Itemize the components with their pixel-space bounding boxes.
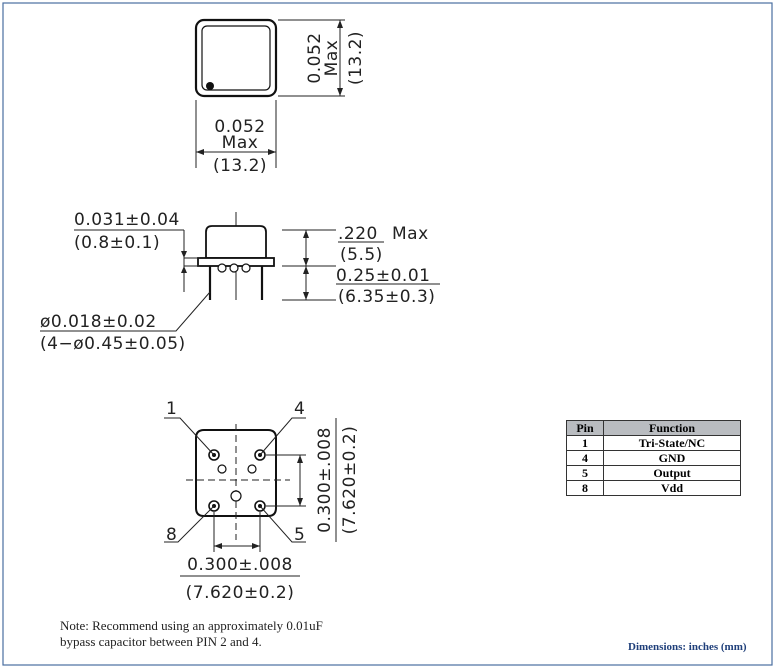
arrow-up [181,266,187,273]
note-line-2: bypass capacitor between PIN 2 and 4. [60,634,262,649]
top-view-package-inner [201,25,271,91]
arrow-down [297,498,303,506]
standoff-inch: 0.031±0.04 [74,210,180,230]
standoff-bead [229,263,239,273]
body-height-inch: .220 [338,224,378,244]
body-height-mm: (5.5) [340,245,383,265]
side-view: 0.031±0.04 (0.8±0.1) ø0.018±0.02 (4−ø0.4… [40,210,440,354]
pin-function: Tri-State/NC [603,435,741,451]
lead-length-mm: (6.35±0.3) [338,287,435,307]
pin-4-leader [259,417,306,456]
header-function: Function [603,420,741,436]
pin-label-1: 1 [166,399,177,419]
table-row: 8 Vdd [566,480,741,496]
standoff-circle [230,490,242,502]
top-height-inch: 0.052 [305,32,325,83]
top-height-max: Max [322,40,342,77]
pin-number: 1 [566,435,604,451]
top-width-mm: (13.2) [213,156,267,176]
units-label: Dimensions: inches (mm) [628,641,747,653]
arrow-up [337,20,343,28]
pitch-h-inch: 0.300±.008 [187,555,293,575]
pin-function: Vdd [603,480,741,496]
pin-label-8: 8 [166,525,177,545]
table-header-row: Pin Function [566,420,741,436]
table-row: 4 GND [566,450,741,466]
top-height-mm: (13.2) [346,31,366,85]
pin-8-leader [164,505,215,543]
arrow-up [303,266,309,274]
arrow-down [303,258,309,266]
lead-dia-inch: ø0.018±0.02 [40,312,157,332]
top-width-inch: 0.052 [214,117,265,137]
standoff-bead [241,263,251,273]
table-row: 1 Tri-State/NC [566,435,741,451]
pin-number: 5 [566,465,604,481]
pin-number: 4 [566,450,604,466]
lead-dia-mm: (4−ø0.45±0.05) [40,334,186,354]
pitch-v-mm: (7.620±0.2) [340,426,360,535]
standoff-circle [247,464,257,474]
bypass-note: Note: Recommend using an approximately 0… [60,618,380,650]
arrow-right [252,543,260,549]
table-row: 5 Output [566,465,741,481]
pin-1-leader [164,417,215,456]
lead-dia-leader [40,291,211,332]
pin-function: Output [603,465,741,481]
pin-function: GND [603,450,741,466]
pin-label-4: 4 [294,399,305,419]
arrow-left [214,543,222,549]
pin-label-5: 5 [294,525,305,545]
arrow-up [297,455,303,463]
note-line-1: Note: Recommend using an approximately 0… [60,618,323,633]
arrow-down [303,292,309,300]
pin-number: 8 [566,480,604,496]
lead-length-inch: 0.25±0.01 [336,266,430,286]
arrow-down [337,88,343,96]
standoff-mm: (0.8±0.1) [74,233,160,253]
arrow-down [181,251,187,258]
bottom-view: 1 4 8 5 0.300±.008 (7.620±0.2) 0.300±.00… [164,399,360,603]
standoff-circle [217,464,227,474]
top-view-package [194,18,278,98]
pitch-h-mm: (7.620±0.2) [186,583,295,603]
top-view: 0.052 Max (13.2) 0.052 Max (13.2) [194,18,366,176]
standoff-bead [217,263,227,273]
pin-5-leader [259,505,306,543]
pitch-v-inch: 0.300±.008 [315,427,335,533]
arrow-up [303,230,309,238]
header-pin: Pin [566,420,604,436]
side-view-body [205,225,267,259]
pin1-marker-dot [206,82,214,90]
arrow-right [268,149,276,155]
body-height-max: Max [392,224,429,244]
pin-function-table: Pin Function 1 Tri-State/NC 4 GND 5 Outp… [566,420,741,496]
arrow-left [196,149,204,155]
top-width-max: Max [222,133,259,153]
